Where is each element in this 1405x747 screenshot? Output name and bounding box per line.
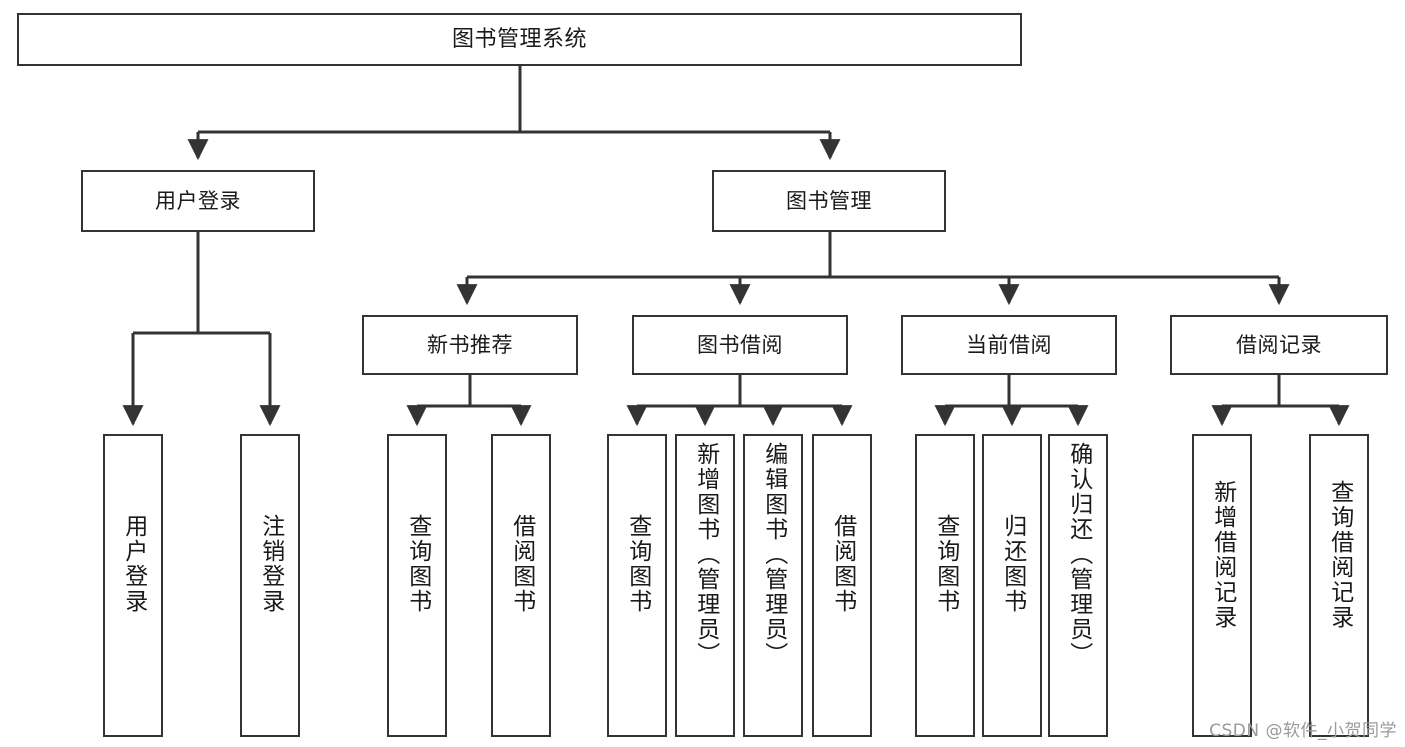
- node-label: 图书借阅: [697, 332, 783, 357]
- leaf-edit-book-admin[interactable]: 编辑图书（管理员）: [743, 434, 803, 737]
- node-label: 借阅图书: [508, 514, 535, 614]
- node-label: 查询图书: [624, 514, 651, 614]
- node-label: 借阅记录: [1236, 332, 1322, 357]
- leaf-query-book-current[interactable]: 查询图书: [915, 434, 975, 737]
- node-label: 查询借阅记录: [1326, 480, 1353, 630]
- node-label: 借阅图书: [829, 514, 856, 614]
- node-book-management[interactable]: 图书管理: [712, 170, 946, 232]
- node-label: 图书管理: [786, 188, 872, 213]
- node-label: 注销登录: [257, 514, 284, 614]
- leaf-query-borrow-record[interactable]: 查询借阅记录: [1309, 434, 1369, 737]
- leaf-add-borrow-record[interactable]: 新增借阅记录: [1192, 434, 1252, 737]
- node-label: 编辑图书（管理员）: [760, 442, 787, 667]
- leaf-query-book-borrow[interactable]: 查询图书: [607, 434, 667, 737]
- leaf-confirm-return-admin[interactable]: 确认归还（管理员）: [1048, 434, 1108, 737]
- node-label: 新增图书（管理员）: [692, 442, 719, 667]
- leaf-query-book-recommend[interactable]: 查询图书: [387, 434, 447, 737]
- node-label: 确认归还（管理员）: [1065, 442, 1092, 667]
- leaf-logout[interactable]: 注销登录: [240, 434, 300, 737]
- node-user-login[interactable]: 用户登录: [81, 170, 315, 232]
- node-root-system[interactable]: 图书管理系统: [17, 13, 1022, 66]
- node-new-book-recommend[interactable]: 新书推荐: [362, 315, 578, 375]
- node-label: 归还图书: [999, 514, 1026, 614]
- leaf-borrow-book-recommend[interactable]: 借阅图书: [491, 434, 551, 737]
- node-label: 当前借阅: [966, 332, 1052, 357]
- leaf-borrow-book[interactable]: 借阅图书: [812, 434, 872, 737]
- node-borrow-record[interactable]: 借阅记录: [1170, 315, 1388, 375]
- node-label: 新书推荐: [427, 332, 513, 357]
- node-label: 用户登录: [120, 514, 147, 614]
- leaf-user-login[interactable]: 用户登录: [103, 434, 163, 737]
- node-label: 查询图书: [932, 514, 959, 614]
- node-label: 查询图书: [404, 514, 431, 614]
- leaf-return-book[interactable]: 归还图书: [982, 434, 1042, 737]
- node-current-borrow[interactable]: 当前借阅: [901, 315, 1117, 375]
- node-label: 用户登录: [155, 188, 241, 213]
- node-book-borrow[interactable]: 图书借阅: [632, 315, 848, 375]
- node-label: 新增借阅记录: [1209, 480, 1236, 630]
- leaf-add-book-admin[interactable]: 新增图书（管理员）: [675, 434, 735, 737]
- node-label: 图书管理系统: [451, 26, 587, 52]
